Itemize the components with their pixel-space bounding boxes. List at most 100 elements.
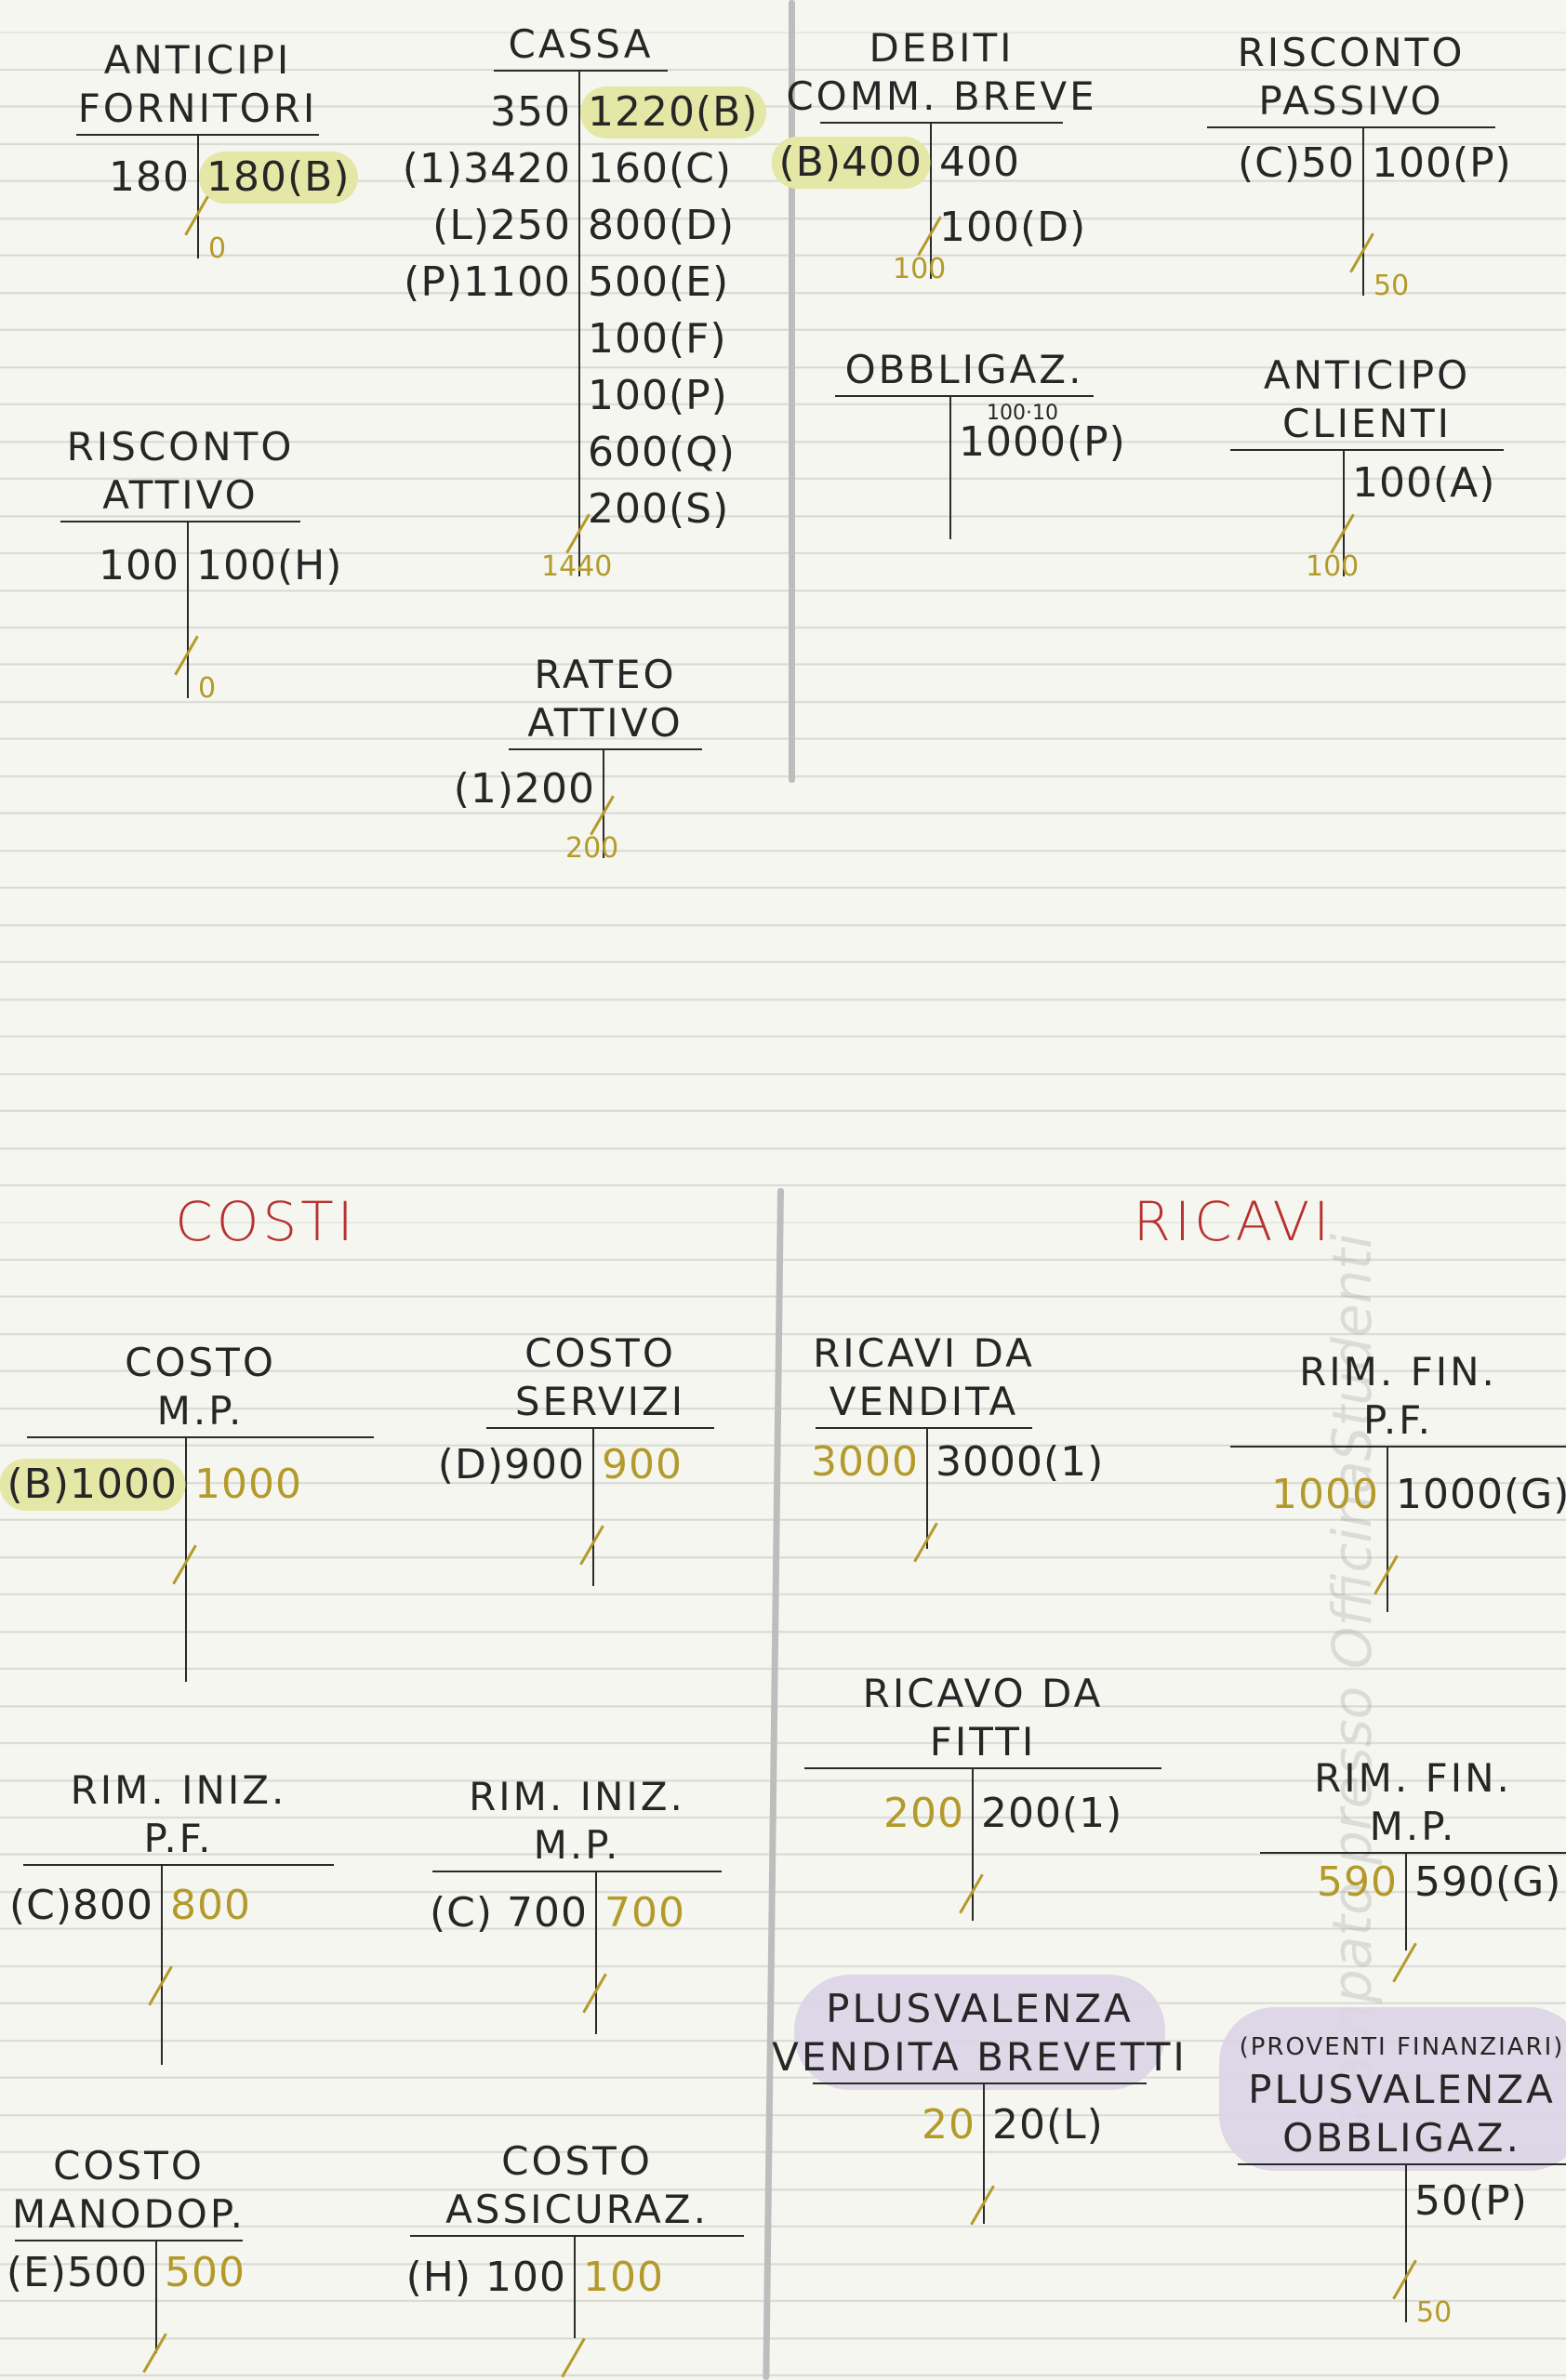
- debit-entry: 590: [1317, 1858, 1398, 1906]
- account-title-line: FITTI: [929, 1719, 1037, 1765]
- account-rule: [410, 2235, 744, 2237]
- account-rule: [804, 1767, 1161, 1769]
- account-rule: [494, 70, 668, 72]
- account-vline: [1362, 126, 1364, 296]
- debit-entry: (P)1100: [404, 258, 571, 306]
- account-title-line: COSTO: [524, 1330, 676, 1376]
- account-rule: [835, 395, 1094, 397]
- account-vline: [983, 2082, 985, 2224]
- credit-entry: 1220(B): [580, 86, 766, 139]
- account-title-line: OBBLIGAZ.: [844, 347, 1084, 392]
- account-title-line: CLIENTI: [1281, 401, 1453, 446]
- balance-value: 50: [1416, 2296, 1453, 2329]
- account-vline: [155, 2240, 157, 2353]
- credit-entry: 1000(P): [959, 418, 1126, 466]
- debit-entry: 1000: [1271, 1471, 1379, 1518]
- credit-entry: 100(F): [588, 315, 727, 363]
- balance-mark-icon: [561, 2337, 586, 2378]
- account-rule: [1230, 449, 1504, 451]
- account-title-line: P.F.: [1363, 1397, 1433, 1443]
- account-title-line: COMM. BREVE: [786, 73, 1097, 119]
- account-rule: [509, 748, 702, 750]
- balance-value: 1440: [541, 550, 613, 583]
- credit-entry: 180(B): [199, 152, 358, 204]
- debit-entry: 350: [490, 88, 571, 136]
- account-title-line: FORNITORI: [77, 86, 318, 131]
- account-title-line: RIM. FIN.: [1314, 1755, 1512, 1801]
- account-title-line: RIM. INIZ.: [469, 1774, 685, 1819]
- account-title-line: VENDITA: [829, 1379, 1019, 1424]
- account-title-line: MANODOP.: [12, 2191, 246, 2237]
- account-vline: [603, 748, 604, 858]
- credit-entry: 100(D): [939, 204, 1087, 251]
- account-rule: [1230, 1446, 1566, 1448]
- account-rule: [27, 1436, 374, 1438]
- credit-entry: 500: [165, 2249, 246, 2296]
- debit-entry: (B)400: [771, 137, 930, 189]
- account-rule: [1238, 2163, 1566, 2165]
- credit-entry: 1000(G): [1396, 1471, 1566, 1518]
- credit-entry: 200(S): [588, 485, 730, 533]
- account-title-line: ATTIVO: [527, 700, 683, 746]
- account-vline: [949, 395, 951, 539]
- debit-entry: (C)800: [8, 1882, 153, 1929]
- debit-entry: 20: [922, 2101, 975, 2149]
- credit-entry: 100(A): [1352, 459, 1496, 507]
- balance-value: 0: [208, 232, 227, 265]
- credit-entry: 3000(1): [936, 1438, 1105, 1486]
- account-title-line: COSTO: [125, 1340, 276, 1385]
- account-vline: [578, 70, 580, 576]
- debit-entry: (D)900: [437, 1441, 585, 1488]
- account-vline: [595, 1871, 597, 2034]
- account-title-line: ANTICIPO: [1263, 352, 1471, 398]
- debit-entry: (H) 100: [405, 2254, 566, 2301]
- account-title-line: M.P.: [156, 1388, 245, 1434]
- account-rule: [432, 1871, 722, 1872]
- credit-entry: 700: [604, 1889, 685, 1937]
- account-title-line: ASSICURAZ.: [445, 2187, 709, 2232]
- account-rule: [486, 1427, 714, 1429]
- credit-entry: 200(1): [981, 1790, 1123, 1837]
- account-title-line: ATTIVO: [102, 472, 259, 518]
- account-title-line: VENDITA BREVETTI: [772, 2034, 1188, 2080]
- credit-entry: 1000: [194, 1461, 302, 1508]
- account-title-line: RIM. FIN.: [1299, 1349, 1497, 1395]
- credit-entry: 160(C): [588, 145, 733, 192]
- credit-entry: 100: [583, 2254, 664, 2301]
- account-vline: [574, 2235, 576, 2338]
- account-title-line: DEBITI: [869, 25, 1015, 71]
- account-rule: [23, 1864, 334, 1866]
- bottom-divider: [763, 1187, 784, 2380]
- account-title-line: OBBLIGAZ.: [1282, 2115, 1521, 2161]
- account-rule: [816, 1427, 1032, 1429]
- debit-entry: (1)200: [453, 765, 595, 813]
- entry-note: 100·10: [987, 402, 1058, 425]
- account-title-line: RIM. INIZ.: [70, 1767, 287, 1813]
- credit-entry: 100(P): [588, 372, 728, 419]
- section-title-ricavi: RICAVI: [1133, 1190, 1334, 1253]
- account-vline: [197, 134, 199, 258]
- credit-entry: 500(E): [588, 258, 730, 306]
- account-vline: [1343, 449, 1345, 576]
- balance-value: 200: [565, 832, 619, 865]
- account-title-line: PLUSVALENZA: [1248, 2067, 1556, 2112]
- account-title-line: RATEO: [534, 652, 677, 697]
- account-title-line: M.P.: [1369, 1804, 1457, 1849]
- account-title-line: PASSIVO: [1258, 78, 1444, 124]
- balance-value: 0: [198, 672, 217, 705]
- account-vline: [187, 521, 189, 698]
- account-vline: [930, 122, 932, 279]
- credit-entry: 600(Q): [588, 429, 736, 476]
- account-rule: [15, 2240, 243, 2241]
- account-rule: [813, 2082, 1147, 2084]
- debit-entry: 100: [99, 542, 179, 589]
- account-vline: [1387, 1446, 1388, 1612]
- section-title-costi: COSTI: [175, 1190, 357, 1253]
- account-vline: [926, 1427, 928, 1549]
- debit-entry: 200: [883, 1790, 964, 1837]
- account-title-line: SERVIZI: [514, 1379, 686, 1424]
- debit-entry: (E)500: [6, 2249, 148, 2296]
- account-title-line: RICAVI DA: [813, 1330, 1035, 1376]
- account-title-line: (PROVENTI FINANZIARI): [1239, 2033, 1565, 2061]
- account-vline: [1405, 1852, 1407, 1950]
